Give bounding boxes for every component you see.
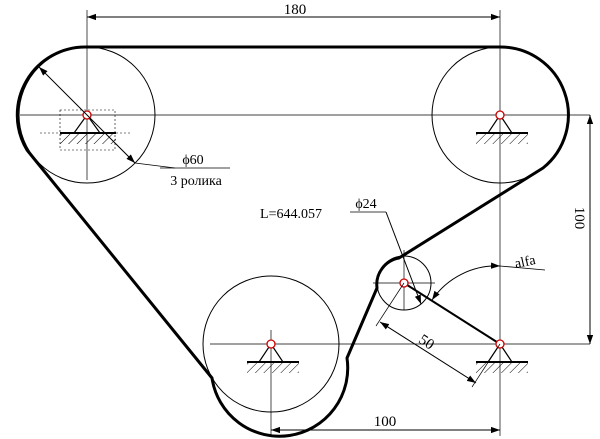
dim-bottom-label: 100: [374, 414, 397, 430]
angle-alfa-label: alfa: [513, 253, 537, 272]
dim-right-label: 100: [571, 207, 587, 230]
roller-count-label: 3 ролика: [170, 174, 222, 189]
roller-diameter-label: ϕ60: [182, 153, 203, 168]
bottom-support: [247, 342, 299, 373]
angle-alfa: alfa: [431, 253, 546, 301]
dim-arm-label: 50: [416, 332, 437, 354]
dimension-top-180: 180: [87, 2, 500, 21]
dimension-arm-50: 50: [375, 282, 501, 388]
tensioner-arm: [403, 282, 501, 345]
dimension-right-100: 100: [571, 115, 594, 344]
idler-diameter-label: ϕ24: [355, 197, 376, 212]
leader-roller-diameter: ϕ60 3 ролика: [38, 66, 230, 189]
dimension-bottom-100: 100: [271, 414, 500, 434]
belt-length-label: L=644.057: [260, 207, 322, 222]
leader-idler-diameter: ϕ24: [350, 197, 422, 305]
belt-loop: [15, 45, 570, 438]
center-marks: [82, 110, 505, 349]
right-support: [476, 113, 528, 144]
roller-bottom: [202, 275, 340, 413]
dim-top-label: 180: [284, 2, 307, 18]
